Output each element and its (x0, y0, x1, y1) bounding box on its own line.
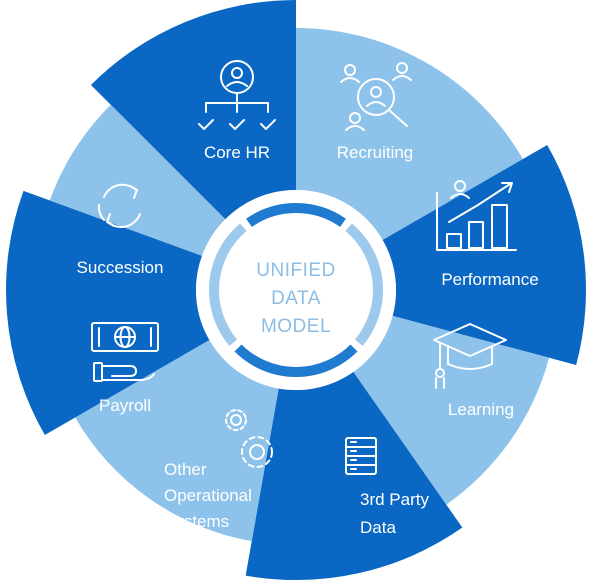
center-inner-disc (222, 216, 370, 364)
segment-succession (49, 104, 226, 256)
ring-arc-2 (234, 344, 358, 377)
segment-label-core-hr: Core HR (204, 143, 270, 162)
segment-label-third-party-line-1: 3rd Party (360, 490, 429, 509)
org-chart-icon (198, 60, 276, 130)
segment-other-operational-systems (75, 340, 279, 542)
ring-arc-0 (246, 203, 346, 227)
segment-recruiting (296, 28, 523, 240)
segment-label-other-line-3: Systems (164, 512, 229, 531)
segment-label-payroll: Payroll (99, 396, 151, 415)
server-icon (345, 437, 377, 475)
segment-label-succession: Succession (77, 258, 164, 277)
segment-label-recruiting: Recruiting (337, 143, 414, 162)
center-line-3: MODEL (261, 316, 331, 337)
segment-label-third-party-line-2: Data (360, 518, 396, 537)
segment-learning (353, 315, 550, 505)
segment-label-learning: Learning (448, 400, 514, 419)
center-line-1: UNIFIED (256, 260, 336, 281)
segment-label-other-line-1: Other (164, 460, 207, 479)
ring-arc-1 (345, 223, 383, 346)
segments-layer (5, 0, 586, 580)
refresh-cycle-icon (97, 183, 141, 229)
people-search-icon (340, 62, 412, 131)
graduation-cap-icon (433, 323, 507, 389)
money-hand-icon (91, 322, 159, 382)
segment-payroll (5, 190, 210, 435)
segment-label-other-line-2: Operational (164, 486, 252, 505)
segment-label-performance: Performance (441, 270, 538, 289)
gears-icon (225, 409, 273, 468)
growth-chart-icon (436, 180, 517, 251)
center-line-2: DATA (271, 288, 321, 309)
segment-performance (382, 145, 586, 366)
center-ring (196, 190, 396, 390)
ring-arc-3 (209, 223, 247, 346)
segment-third-party-data (245, 371, 463, 580)
segment-core-hr (90, 0, 297, 220)
